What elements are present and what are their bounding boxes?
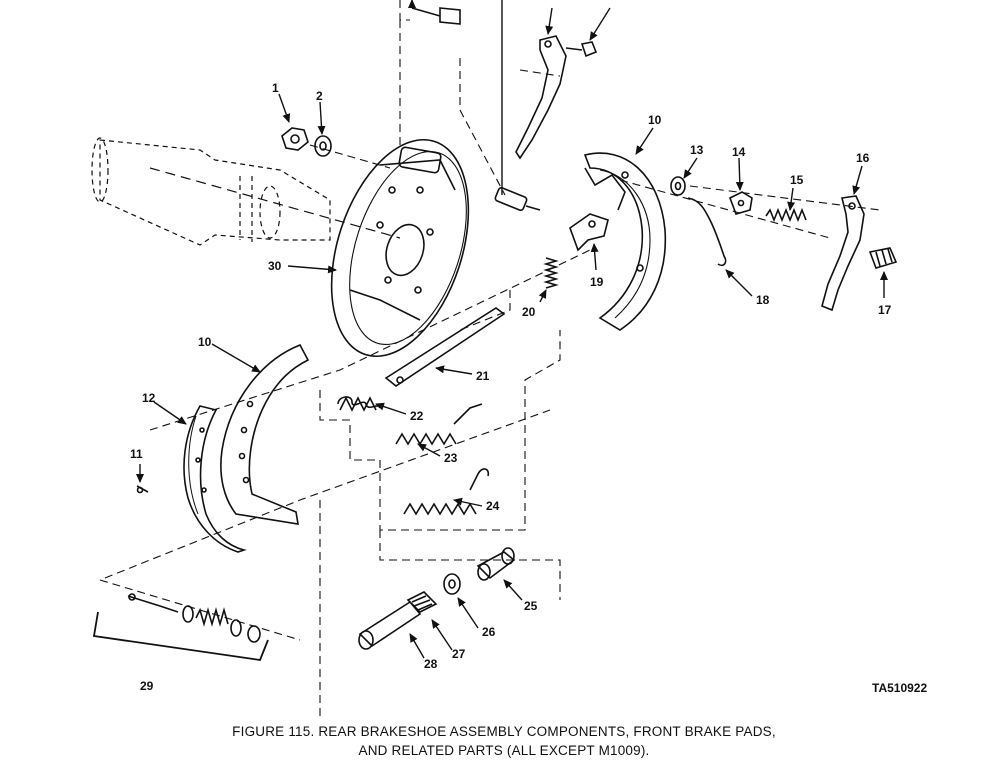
- top-bolt-dashed-line: [399, 0, 410, 150]
- callout-29: 29: [140, 679, 154, 693]
- leader-20: [538, 289, 547, 303]
- spring-23: [395, 403, 483, 446]
- hold-down-kit: [127, 593, 261, 643]
- nut: [281, 127, 309, 151]
- leader-top-3: [589, 7, 611, 41]
- washer: [314, 135, 332, 157]
- brake-lining: [183, 405, 247, 553]
- leader-30: [287, 265, 337, 274]
- callout-11: 11: [130, 447, 143, 461]
- callout-24: 24: [486, 499, 500, 513]
- leader-22: [375, 402, 407, 415]
- leader-18: [725, 269, 753, 297]
- callout-26: 26: [482, 625, 496, 639]
- axle-housing: [91, 137, 331, 246]
- kit-bracket: [92, 611, 269, 661]
- leader-12: [153, 401, 187, 425]
- callout-21: 21: [476, 369, 490, 383]
- spring-15: [765, 207, 807, 223]
- top-bolt: [411, 7, 461, 25]
- callout-15: 15: [790, 173, 804, 187]
- leader-25: [503, 579, 523, 601]
- pin-11: [136, 485, 149, 494]
- leader-15: [787, 187, 796, 211]
- callout-22: 22: [410, 409, 424, 423]
- parking-brake-strut: [384, 307, 506, 387]
- upper-dashed-frame: [459, 58, 561, 331]
- cylinder-28: [358, 600, 422, 650]
- leader-2: [317, 101, 326, 135]
- leader-top-2: [545, 7, 554, 35]
- lever-16: [821, 195, 865, 312]
- callout-16: 16: [856, 151, 870, 165]
- adjuster-screw-27: [406, 591, 438, 613]
- callout-18: 18: [756, 293, 770, 307]
- callout-2: 2: [316, 89, 323, 103]
- callout-27: 27: [452, 647, 466, 661]
- leader-14: [735, 157, 744, 191]
- leader-27: [431, 619, 453, 651]
- drawing-code: TA510922: [872, 681, 927, 695]
- callout-25: 25: [524, 599, 538, 613]
- boot-25: [476, 547, 516, 581]
- nut-stud-line: [309, 144, 391, 169]
- callout-10-upper: 10: [648, 113, 662, 127]
- leader-10-lower: [211, 343, 261, 373]
- figure-caption-line-2: AND RELATED PARTS (ALL EXCEPT M1009).: [358, 743, 650, 758]
- callout-23: 23: [444, 451, 458, 465]
- leader-10-upper: [635, 127, 654, 155]
- left-brake-shoe: [220, 343, 310, 525]
- spring-24: [403, 468, 490, 516]
- leader-13: [683, 157, 698, 179]
- callout-20: 20: [522, 305, 536, 319]
- hub-axis-line: [149, 167, 401, 239]
- spring-22: [337, 396, 381, 409]
- right-brake-shoe: [583, 152, 667, 331]
- leader-24: [453, 497, 483, 507]
- backing-plate: [330, 138, 470, 358]
- callout-12: 12: [142, 391, 156, 405]
- lower-dashed-lines: [99, 249, 591, 720]
- callout-13: 13: [690, 143, 704, 157]
- spring-18: [687, 197, 727, 267]
- callout-17: 17: [878, 303, 892, 317]
- callout-1: 1: [272, 81, 279, 95]
- leader-23: [417, 443, 441, 457]
- callout-19: 19: [590, 275, 604, 289]
- leader-16: [852, 165, 863, 195]
- spring-20: [543, 257, 559, 289]
- leader-1: [278, 93, 291, 123]
- plug-17: [868, 247, 898, 269]
- leader-21: [435, 365, 473, 375]
- adjuster-lever: [569, 213, 609, 252]
- figure-caption-line-1: FIGURE 115. REAR BRAKESHOE ASSEMBLY COMP…: [232, 724, 776, 739]
- callout-14: 14: [732, 145, 746, 159]
- middle-dashed-frame: [319, 330, 561, 531]
- washer-26: [443, 573, 461, 595]
- leader-19: [590, 243, 599, 271]
- spring-22-coils: [339, 396, 377, 412]
- callout-10-lower: 10: [198, 335, 212, 349]
- retainer-14: [728, 191, 753, 215]
- leader-28: [409, 633, 425, 659]
- washer-13: [670, 176, 686, 196]
- wheel-cylinder-link: [494, 186, 541, 212]
- callout-28: 28: [424, 657, 438, 671]
- callout-30: 30: [268, 259, 282, 273]
- parking-brake-lever: [515, 35, 598, 160]
- leader-26: [457, 597, 479, 629]
